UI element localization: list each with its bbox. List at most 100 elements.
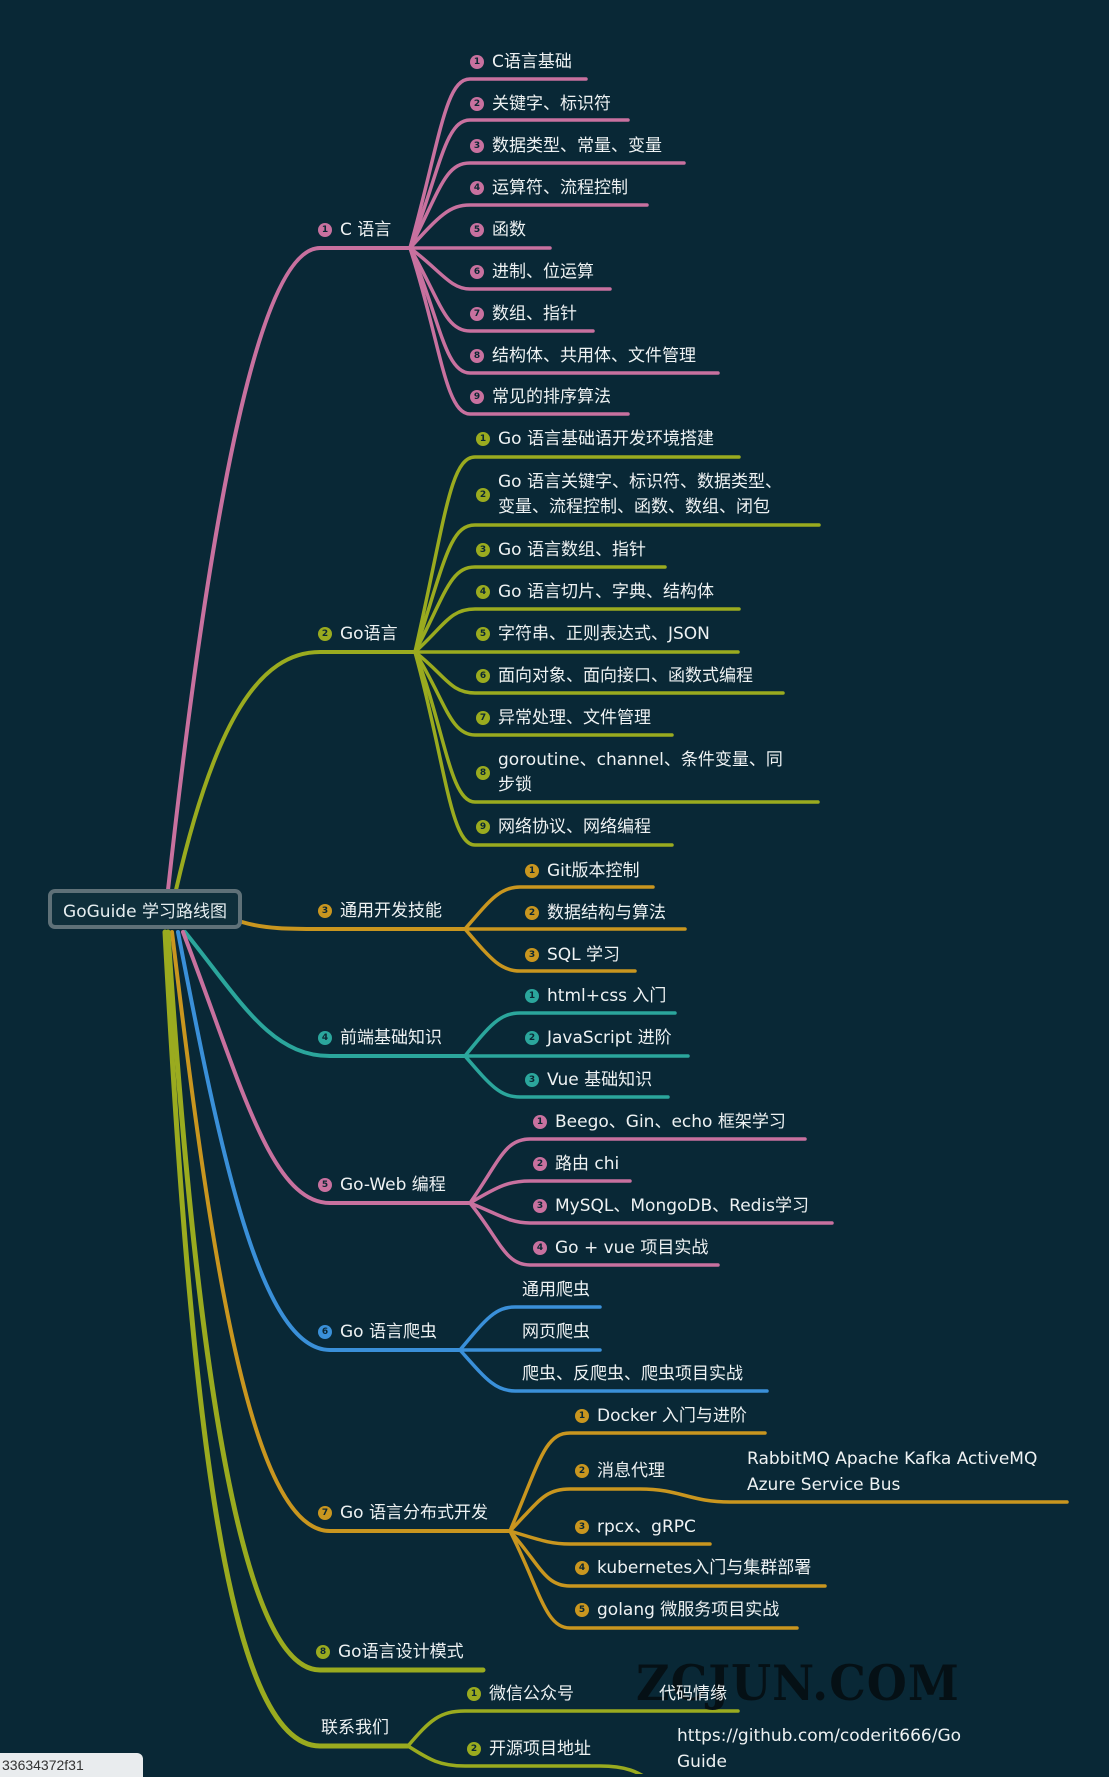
c-item-1[interactable]: 1 C语言基础 [470,50,572,74]
item-label: 面向对象、面向接口、函数式编程 [498,666,753,686]
item-label: 网页爬虫 [522,1322,590,1342]
crawler-item-2[interactable]: 网页爬虫 [522,1320,590,1344]
root-node[interactable]: GoGuide 学习路线图 [48,889,242,929]
repo-url-link[interactable]: https://github.com/coderit666/Go Guide [677,1723,961,1775]
topic-label: Go 语言爬虫 [340,1322,437,1342]
number-badge-icon: 1 [467,1687,481,1701]
item-label: 开源项目地址 [489,1739,591,1759]
number-badge-icon: 9 [470,390,484,404]
wechat-account-note: 代码情缘 [659,1681,727,1707]
number-badge-icon: 3 [525,948,539,962]
item-label: C语言基础 [492,52,572,72]
number-badge-icon: 3 [318,904,332,918]
number-badge-icon: 3 [575,1520,589,1534]
note-line: Guide [677,1752,727,1772]
item-label: Go + vue 项目实战 [555,1238,709,1258]
number-badge-icon: 6 [476,669,490,683]
number-badge-icon: 2 [318,627,332,641]
topic-label: Go语言设计模式 [338,1642,464,1662]
number-badge-icon: 5 [318,1178,332,1192]
topic-go-web[interactable]: 5 Go-Web 编程 [318,1173,446,1197]
id-label: 33634372f31 [0,1753,143,1777]
number-badge-icon: 4 [533,1241,547,1255]
item-label: JavaScript 进阶 [547,1028,672,1048]
dist-item-2[interactable]: 2 消息代理 [575,1459,665,1483]
number-badge-icon: 2 [525,906,539,920]
web-item-4[interactable]: 4 Go + vue 项目实战 [533,1236,708,1260]
item-label: 函数 [492,220,526,240]
item-label: MySQL、MongoDB、Redis学习 [555,1196,810,1216]
web-item-3[interactable]: 3 MySQL、MongoDB、Redis学习 [533,1194,809,1218]
crawler-item-1[interactable]: 通用爬虫 [522,1278,590,1302]
number-badge-icon: 3 [476,543,490,557]
number-badge-icon: 1 [318,223,332,237]
number-badge-icon: 1 [470,55,484,69]
c-item-4[interactable]: 4 运算符、流程控制 [470,176,628,200]
contact-item-repo[interactable]: 2 开源项目地址 [467,1737,591,1761]
item-label: kubernetes入门与集群部署 [597,1558,812,1578]
topic-general-skills[interactable]: 3 通用开发技能 [318,899,442,923]
topic-go-distributed[interactable]: 7 Go 语言分布式开发 [318,1501,488,1525]
item-label: Go 语言基础语开发环境搭建 [498,429,714,449]
number-badge-icon: 3 [525,1073,539,1087]
topic-go-crawler[interactable]: 6 Go 语言爬虫 [318,1320,437,1344]
topic-label: 通用开发技能 [340,901,442,921]
topic-go-language[interactable]: 2 Go语言 [318,622,398,646]
number-badge-icon: 8 [476,766,490,780]
frontend-item-3[interactable]: 3 Vue 基础知识 [525,1068,652,1092]
topic-frontend[interactable]: 4 前端基础知识 [318,1026,442,1050]
item-label: 运算符、流程控制 [492,178,628,198]
item-label: Docker 入门与进阶 [597,1406,747,1426]
crawler-item-3[interactable]: 爬虫、反爬虫、爬虫项目实战 [522,1362,743,1386]
topic-design-patterns[interactable]: 8 Go语言设计模式 [316,1640,464,1664]
topic-c-language[interactable]: 1 C 语言 [318,218,391,242]
go-item-6[interactable]: 6 面向对象、面向接口、函数式编程 [476,664,753,688]
topic-label: C 语言 [340,220,392,240]
go-item-3[interactable]: 3 Go 语言数组、指针 [476,538,646,562]
number-badge-icon: 8 [470,349,484,363]
number-badge-icon: 2 [476,488,490,502]
item-label: Vue 基础知识 [547,1070,653,1090]
item-label: 进制、位运算 [492,262,594,282]
number-badge-icon: 2 [575,1464,589,1478]
item-label: 数组、指针 [492,304,577,324]
number-badge-icon: 3 [533,1199,547,1213]
item-label: 数据类型、常量、变量 [492,136,662,156]
number-badge-icon: 2 [467,1742,481,1756]
item-label: html+css 入门 [547,986,667,1006]
item-label: Go 语言数组、指针 [498,540,646,560]
item-label: 消息代理 [597,1461,665,1481]
number-badge-icon: 4 [470,181,484,195]
item-label: Go 语言切片、字典、结构体 [498,582,714,602]
topic-label: Go 语言分布式开发 [340,1503,488,1523]
item-label: Beego、Gin、echo 框架学习 [555,1112,786,1132]
topic-contact-us[interactable]: 联系我们 [321,1716,389,1740]
number-badge-icon: 1 [525,864,539,878]
